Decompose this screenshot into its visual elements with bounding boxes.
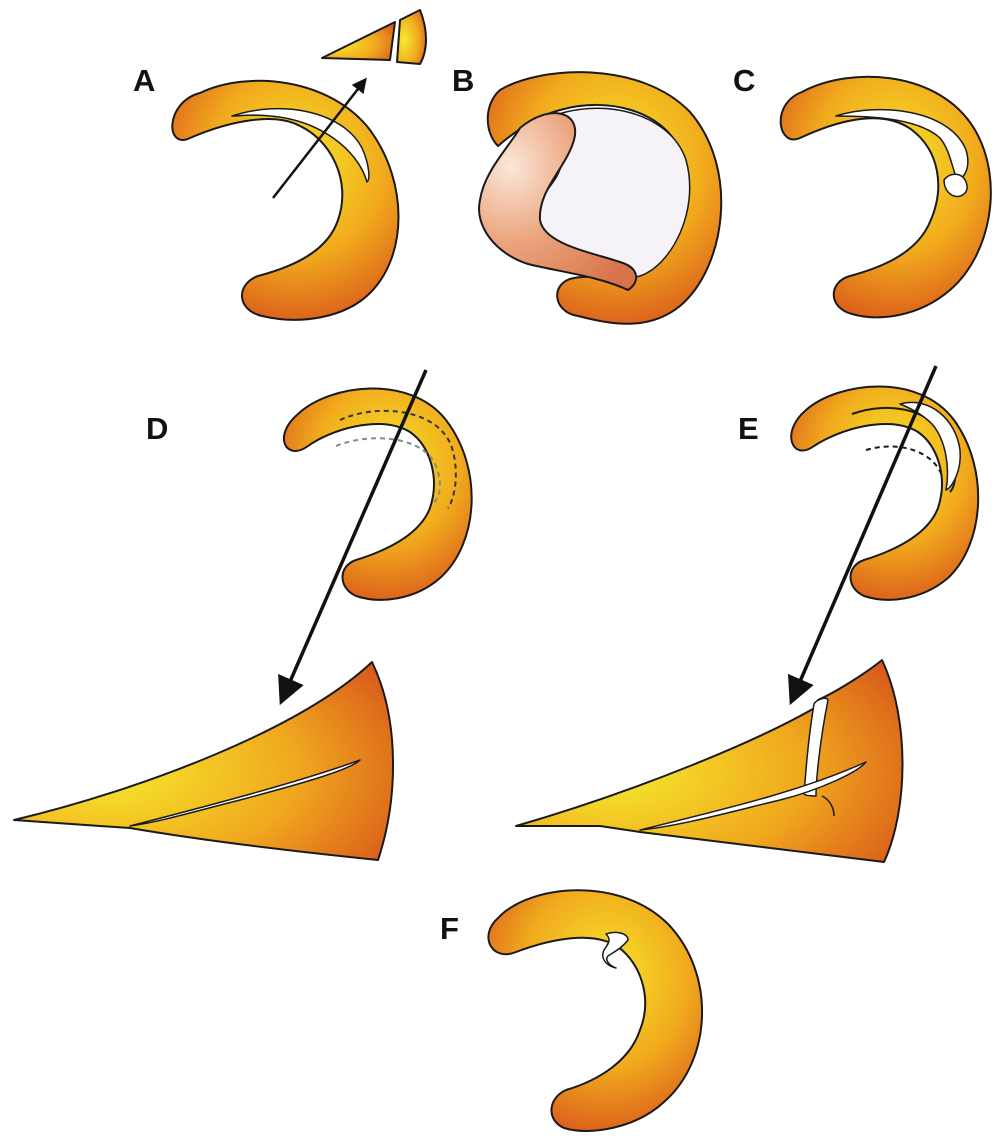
tear-dashed-line-e: [865, 445, 943, 477]
tear-junction-e: [821, 795, 835, 817]
horizontal-tear-slit-a: [231, 107, 370, 183]
panel-label-f: F: [440, 911, 459, 946]
meniscus-d: [282, 387, 473, 601]
panel-e: E: [515, 365, 980, 863]
tear-outline-inner-d: [335, 437, 441, 503]
horizontal-tear-gap-e: [639, 761, 867, 831]
panel-label-e: E: [738, 411, 759, 446]
panel-label-d: D: [146, 411, 168, 446]
tear-outline-outer-d: [339, 409, 457, 509]
section-arrow-d: [278, 369, 428, 706]
wedge-section-e: [515, 659, 904, 863]
vertical-tear-gap-e: [803, 697, 829, 797]
panel-b: B: [452, 63, 723, 325]
section-arrow-e: [788, 365, 938, 706]
wedge-section-d: [13, 661, 395, 861]
panel-d: D: [13, 369, 473, 861]
meniscus-e: [790, 385, 980, 601]
radial-notch-c: [943, 173, 968, 198]
meniscus-f: [487, 889, 704, 1132]
panel-c: C: [733, 63, 992, 319]
fragment-wedge-a: [321, 21, 396, 61]
panel-label-b: B: [452, 63, 474, 98]
panel-f: F: [440, 889, 704, 1132]
approach-arrow-a: [272, 77, 367, 199]
panel-label-c: C: [733, 63, 755, 98]
displaced-flap-b: [478, 112, 638, 291]
horizontal-tear-gap-d: [129, 759, 361, 827]
panel-a: A: [133, 9, 427, 321]
panel-label-a: A: [133, 63, 155, 98]
fragment-block-a: [396, 9, 427, 65]
tear-slit-e: [899, 401, 961, 491]
radial-tear-slit-f: [602, 931, 629, 969]
